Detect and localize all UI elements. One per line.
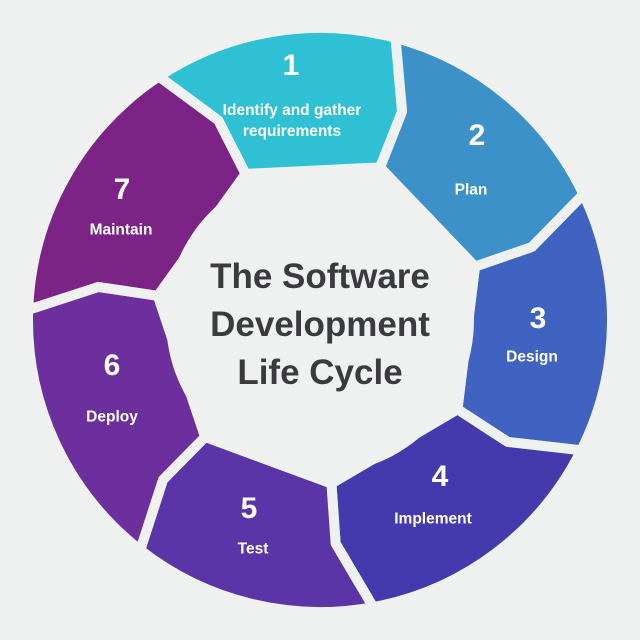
segment-4-label: Implement xyxy=(394,509,472,530)
diagram-title-line-2: Development xyxy=(210,305,430,344)
segment-6-number: 6 xyxy=(103,349,121,382)
segment-1-label-line-2: requirements xyxy=(242,123,342,140)
segment-4-number: 4 xyxy=(431,460,449,493)
segment-2-label: Plan xyxy=(455,180,488,201)
segment-7-shape xyxy=(23,71,251,315)
diagram-title: The Software Development Life Cycle xyxy=(210,253,430,397)
segment-7-number: 7 xyxy=(113,173,131,206)
segment-5-number: 5 xyxy=(240,492,258,525)
segment-4-label-line-1: Implement xyxy=(394,510,472,528)
segment-6-label: Deploy xyxy=(86,407,138,428)
segment-7-label: Maintain xyxy=(90,220,153,241)
diagram-title-line-1: The Software xyxy=(210,257,430,296)
segment-5-label-line-1: Test xyxy=(237,540,269,558)
segment-1-label: Identify and gather requirements xyxy=(223,100,362,142)
segment-5-label: Test xyxy=(238,539,269,560)
segment-3-label-line-1: Design xyxy=(506,348,558,366)
segment-7-label-line-1: Maintain xyxy=(89,221,153,239)
segment-1-label-line-1: Identify and gather xyxy=(222,102,362,119)
center-hole xyxy=(166,166,474,474)
segment-6-label-line-1: Deploy xyxy=(86,408,138,426)
segment-3-label: Design xyxy=(506,347,558,368)
segment-3-number: 3 xyxy=(529,302,547,335)
segment-2-label-line-1: Plan xyxy=(454,181,488,199)
segment-2-number: 2 xyxy=(468,119,486,152)
diagram-title-line-3: Life Cycle xyxy=(237,353,403,392)
segment-1-number: 1 xyxy=(282,49,300,82)
